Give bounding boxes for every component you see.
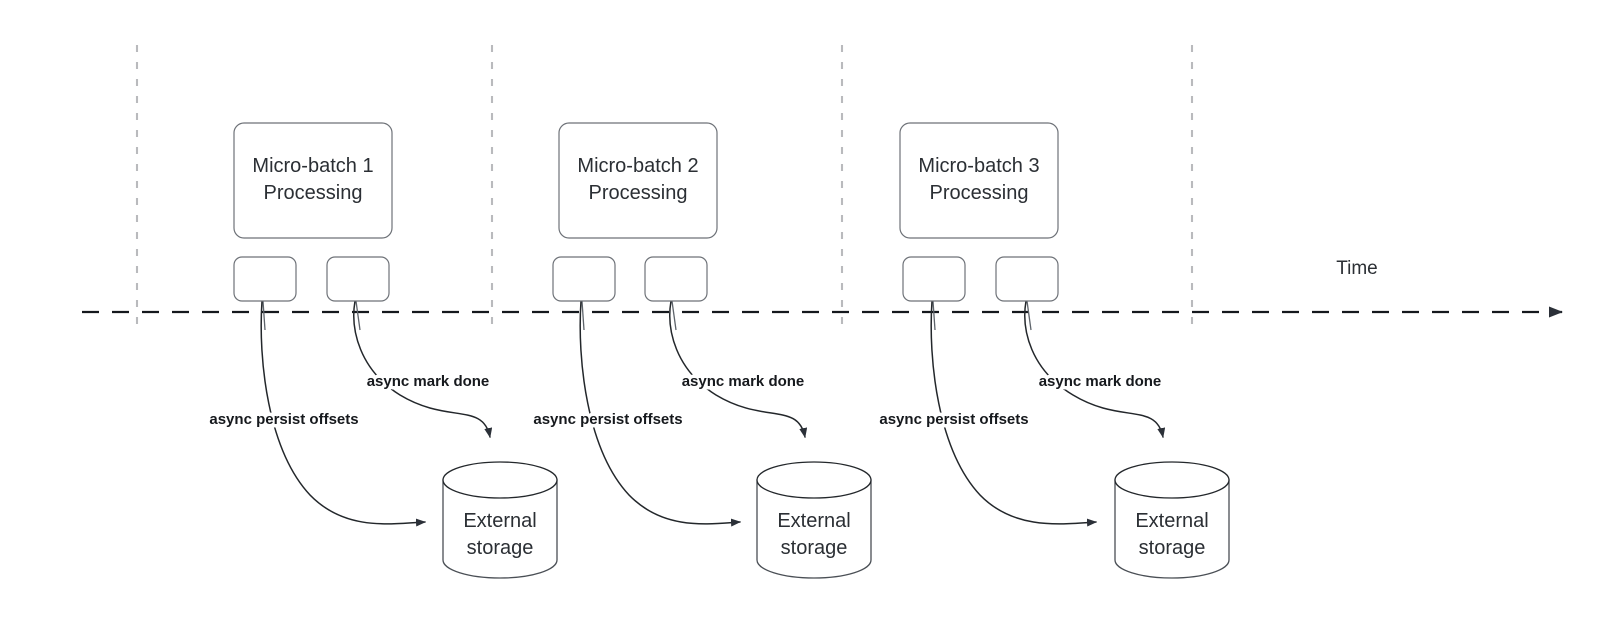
micro-batch-box-2-line1: Micro-batch 2 — [577, 155, 698, 177]
external-storage-cylinder-2[interactable] — [756, 461, 872, 579]
external-storage-label-3-line1: External — [1135, 510, 1208, 532]
async-persist-offsets-label-1: async persist offsets — [209, 411, 358, 428]
async-persist-offsets-curve-1 — [260, 300, 426, 527]
external-storage-label-1-line2: storage — [467, 537, 534, 559]
task-stub-3b — [1026, 300, 1032, 331]
group-3: Micro-batch 3 Processing External storag… — [876, 122, 1230, 579]
micro-batch-box-2-line2: Processing — [589, 182, 688, 204]
async-mark-done-label-3: async mark done — [1039, 373, 1162, 390]
time-axis-label: Time — [1336, 258, 1378, 279]
task-box-3b[interactable] — [995, 256, 1059, 302]
group-1: Micro-batch 1 Processing External storag… — [206, 122, 558, 579]
group-2: Micro-batch 2 Processing External storag… — [530, 122, 872, 579]
divider-group — [135, 45, 1194, 332]
micro-batch-box-3-line2: Processing — [930, 182, 1029, 204]
micro-batch-box-2[interactable] — [558, 122, 718, 239]
task-stub-2a — [581, 300, 585, 331]
time-axis: Time — [82, 258, 1563, 318]
micro-batch-box-1[interactable] — [233, 122, 393, 239]
external-storage-label-3-line2: storage — [1139, 537, 1206, 559]
task-box-2b[interactable] — [644, 256, 708, 302]
micro-batch-box-1-line1: Micro-batch 1 — [252, 155, 373, 177]
external-storage-cylinder-1[interactable] — [442, 461, 558, 579]
async-mark-done-curve-2 — [669, 300, 808, 438]
async-persist-offsets-label-3: async persist offsets — [879, 411, 1028, 428]
task-stub-1b — [355, 300, 361, 331]
async-persist-offsets-curve-3 — [930, 300, 1097, 527]
external-storage-label-2-line2: storage — [781, 537, 848, 559]
async-mark-done-curve-3 — [1024, 300, 1166, 438]
external-storage-label-1-line1: External — [463, 510, 536, 532]
task-stub-3a — [932, 300, 936, 331]
micro-batch-box-3-line1: Micro-batch 3 — [918, 155, 1039, 177]
async-persist-offsets-curve-2 — [579, 300, 741, 527]
task-box-2a[interactable] — [552, 256, 616, 302]
async-mark-done-label-1: async mark done — [367, 373, 490, 390]
async-mark-done-curve-1 — [353, 300, 493, 438]
external-storage-cylinder-3[interactable] — [1114, 461, 1230, 579]
micro-batch-box-1-line2: Processing — [264, 182, 363, 204]
task-stub-1a — [262, 300, 266, 331]
task-stub-2b — [671, 300, 677, 331]
task-box-1b[interactable] — [326, 256, 390, 302]
async-persist-offsets-label-2: async persist offsets — [533, 411, 682, 428]
task-box-3a[interactable] — [902, 256, 966, 302]
external-storage-label-2-line1: External — [777, 510, 850, 532]
async-mark-done-label-2: async mark done — [682, 373, 805, 390]
task-box-1a[interactable] — [233, 256, 297, 302]
micro-batch-box-3[interactable] — [899, 122, 1059, 239]
